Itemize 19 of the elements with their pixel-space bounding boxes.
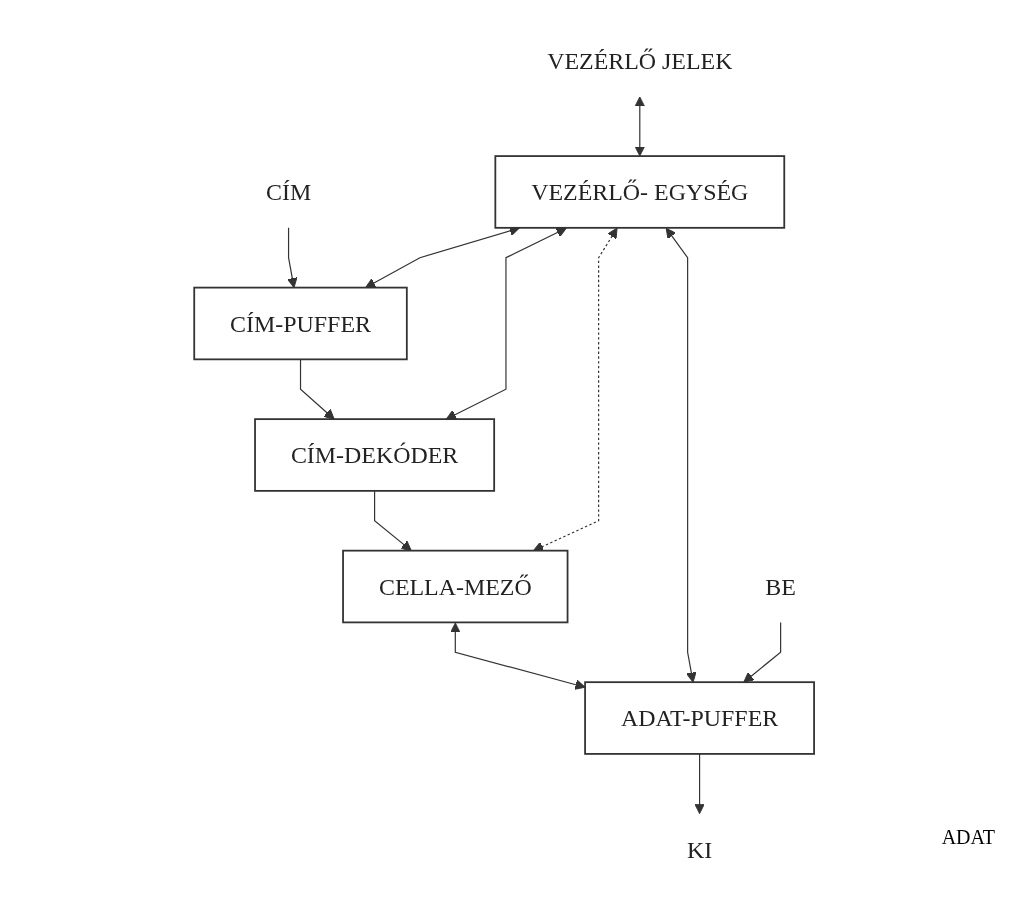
node-text: BE (764, 572, 796, 600)
node-box: CÍM-PUFFER (192, 286, 408, 360)
arrow (634, 95, 645, 157)
arrow (693, 752, 705, 814)
arrow (532, 227, 618, 551)
node-text: KI (686, 835, 712, 863)
node-text: VEZÉRLŐ JELEK (546, 46, 732, 74)
arrow (286, 226, 297, 288)
node-box: ADAT-PUFFER (583, 680, 815, 755)
arrow (373, 489, 412, 551)
arrow (742, 621, 781, 683)
node-box: CELLA-MEZŐ (341, 549, 568, 623)
arrow (299, 358, 335, 420)
bus-label: ADAT (941, 826, 995, 849)
arrow (445, 227, 567, 420)
node-box: CÍM-DEKÓDER (253, 417, 495, 492)
arrow (665, 227, 697, 683)
node-box: VEZÉRLŐ- EGYSÉG (493, 154, 785, 229)
node-text: CÍM (265, 178, 311, 205)
